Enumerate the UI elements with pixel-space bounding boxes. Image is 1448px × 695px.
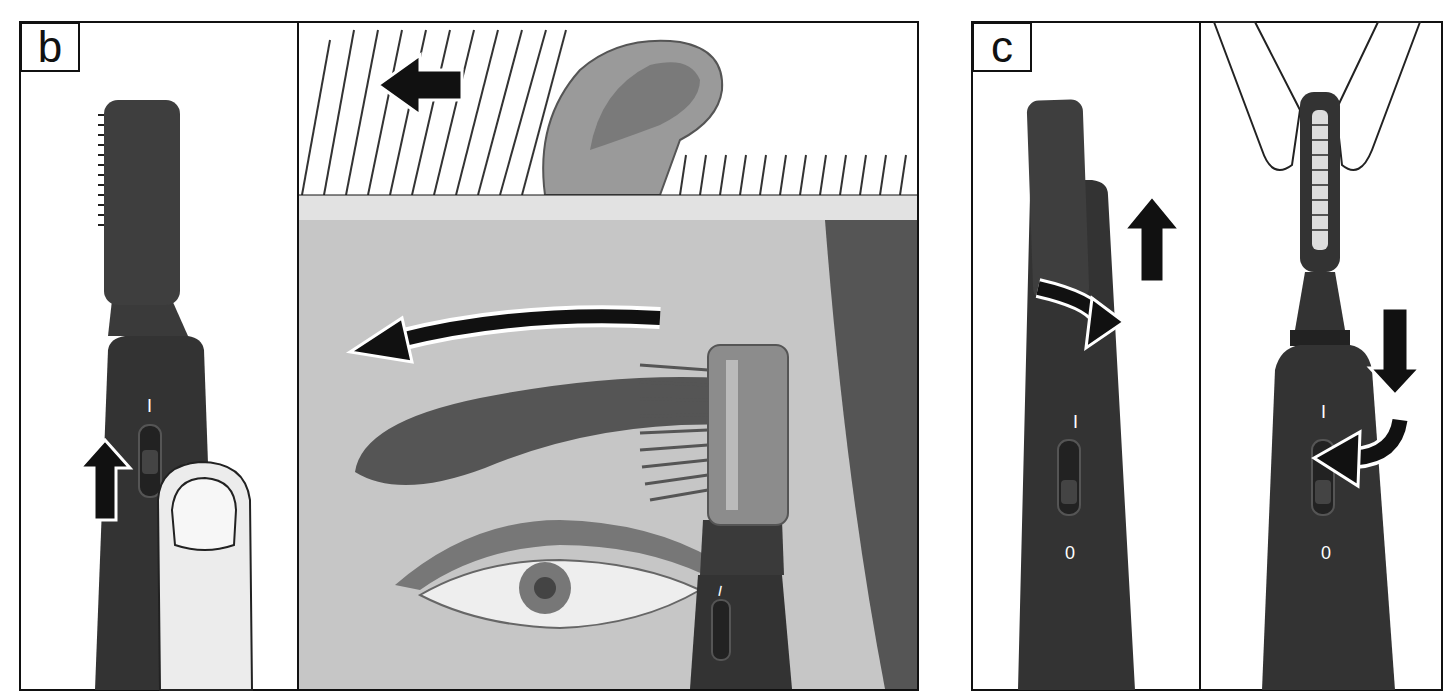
panel-label-box: b: [20, 22, 80, 72]
switch-marking: 0: [1065, 544, 1075, 562]
switch-marking: 0: [1321, 544, 1331, 562]
switch-marking: I: [1073, 413, 1078, 431]
switch-marking: I: [147, 397, 152, 415]
panel-letter: c: [991, 25, 1013, 69]
panel-letter: b: [38, 25, 62, 69]
switch-marking: I: [1321, 403, 1326, 421]
panel-label-box: c: [972, 22, 1032, 72]
